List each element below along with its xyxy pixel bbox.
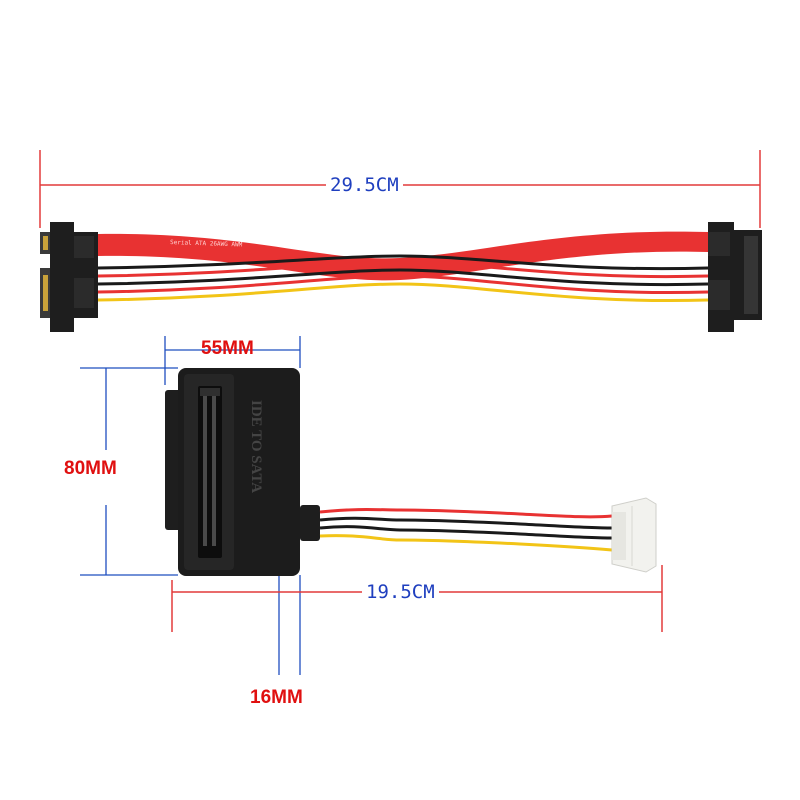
cable-print-text: Serial ATA 26AWG AWM (170, 239, 243, 249)
power-cable (319, 508, 613, 552)
ide-slot (198, 386, 222, 558)
power-wire-black-1 (97, 254, 709, 271)
power-wire-red-2 (97, 274, 709, 295)
adapter-dimension-lines (80, 336, 301, 675)
top-cable-length-label: 29.5CM (326, 174, 403, 196)
left-sata-connector (40, 222, 98, 332)
molex-connector (611, 497, 657, 573)
adapter-width-label: 55MM (201, 338, 254, 359)
adapter-embossed-text: IDE TO SATA (248, 400, 264, 493)
bottom-cable-length-label: 19.5CM (362, 581, 439, 603)
ide-pins (203, 396, 216, 546)
power-wire-black-2 (97, 268, 709, 287)
right-sata-connector (708, 222, 762, 332)
power-wire-yellow (97, 282, 709, 303)
ide-to-sata-adapter: IDE TO SATA (165, 368, 320, 576)
adapter-depth-label: 16MM (250, 687, 303, 708)
sata-extension-cable: Serial ATA 26AWG AWM (40, 222, 762, 332)
power-wire-red-1 (97, 260, 709, 279)
red-data-ribbon (98, 231, 708, 281)
adapter-height-label: 80MM (64, 458, 117, 479)
